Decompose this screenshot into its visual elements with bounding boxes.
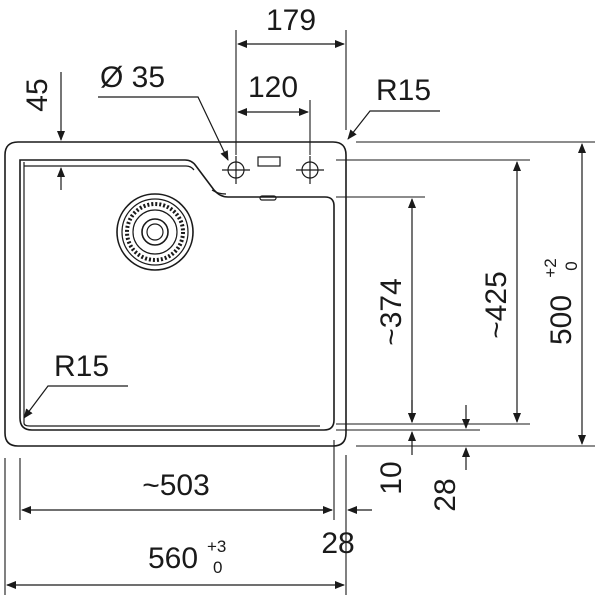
- dim-label-120: 120: [248, 71, 298, 104]
- leader-outer-radius: [347, 110, 440, 140]
- dim-label-28-vertical: 28: [429, 478, 462, 511]
- dim-label-45: 45: [21, 78, 54, 111]
- dim-label-560-tol-plus: +3: [207, 537, 226, 556]
- sink-bowl-inner-line: [23, 162, 320, 427]
- dim-label-425: ~425: [480, 271, 513, 339]
- dim-label-10: 10: [375, 461, 408, 494]
- dim-label-diameter: Ø 35: [100, 61, 165, 94]
- dim-label-560-tol-minus: 0: [213, 558, 222, 577]
- tap-hole-left: [222, 156, 250, 184]
- sink-outer-outline: [4, 141, 347, 447]
- dim-label-503: ~503: [142, 469, 210, 502]
- sink-bowl-outline: [19, 159, 335, 431]
- dim-label-28-horizontal: 28: [321, 527, 354, 560]
- dim-label-inner-radius: R15: [54, 350, 109, 383]
- dim-label-374: ~374: [375, 278, 408, 346]
- leader-inner-radius: [23, 385, 128, 419]
- sink-bowl-top-edge: [24, 165, 195, 171]
- overflow-slot: [259, 195, 277, 201]
- dim-label-outer-radius: R15: [376, 74, 431, 107]
- drain-strainer: [116, 193, 194, 271]
- dim-label-500-tol-plus: +2: [541, 258, 560, 277]
- sink-bowl-shelf-edge: [211, 189, 227, 195]
- dim-label-560: 560: [148, 542, 198, 575]
- dim-label-179: 179: [266, 4, 316, 37]
- leader-diameter: [98, 96, 229, 161]
- tap-hole-right: [296, 156, 324, 184]
- dim-label-500: 500: [545, 295, 578, 345]
- dim-label-500-tol-minus: 0: [562, 261, 581, 270]
- tap-hole-plug: [257, 156, 281, 167]
